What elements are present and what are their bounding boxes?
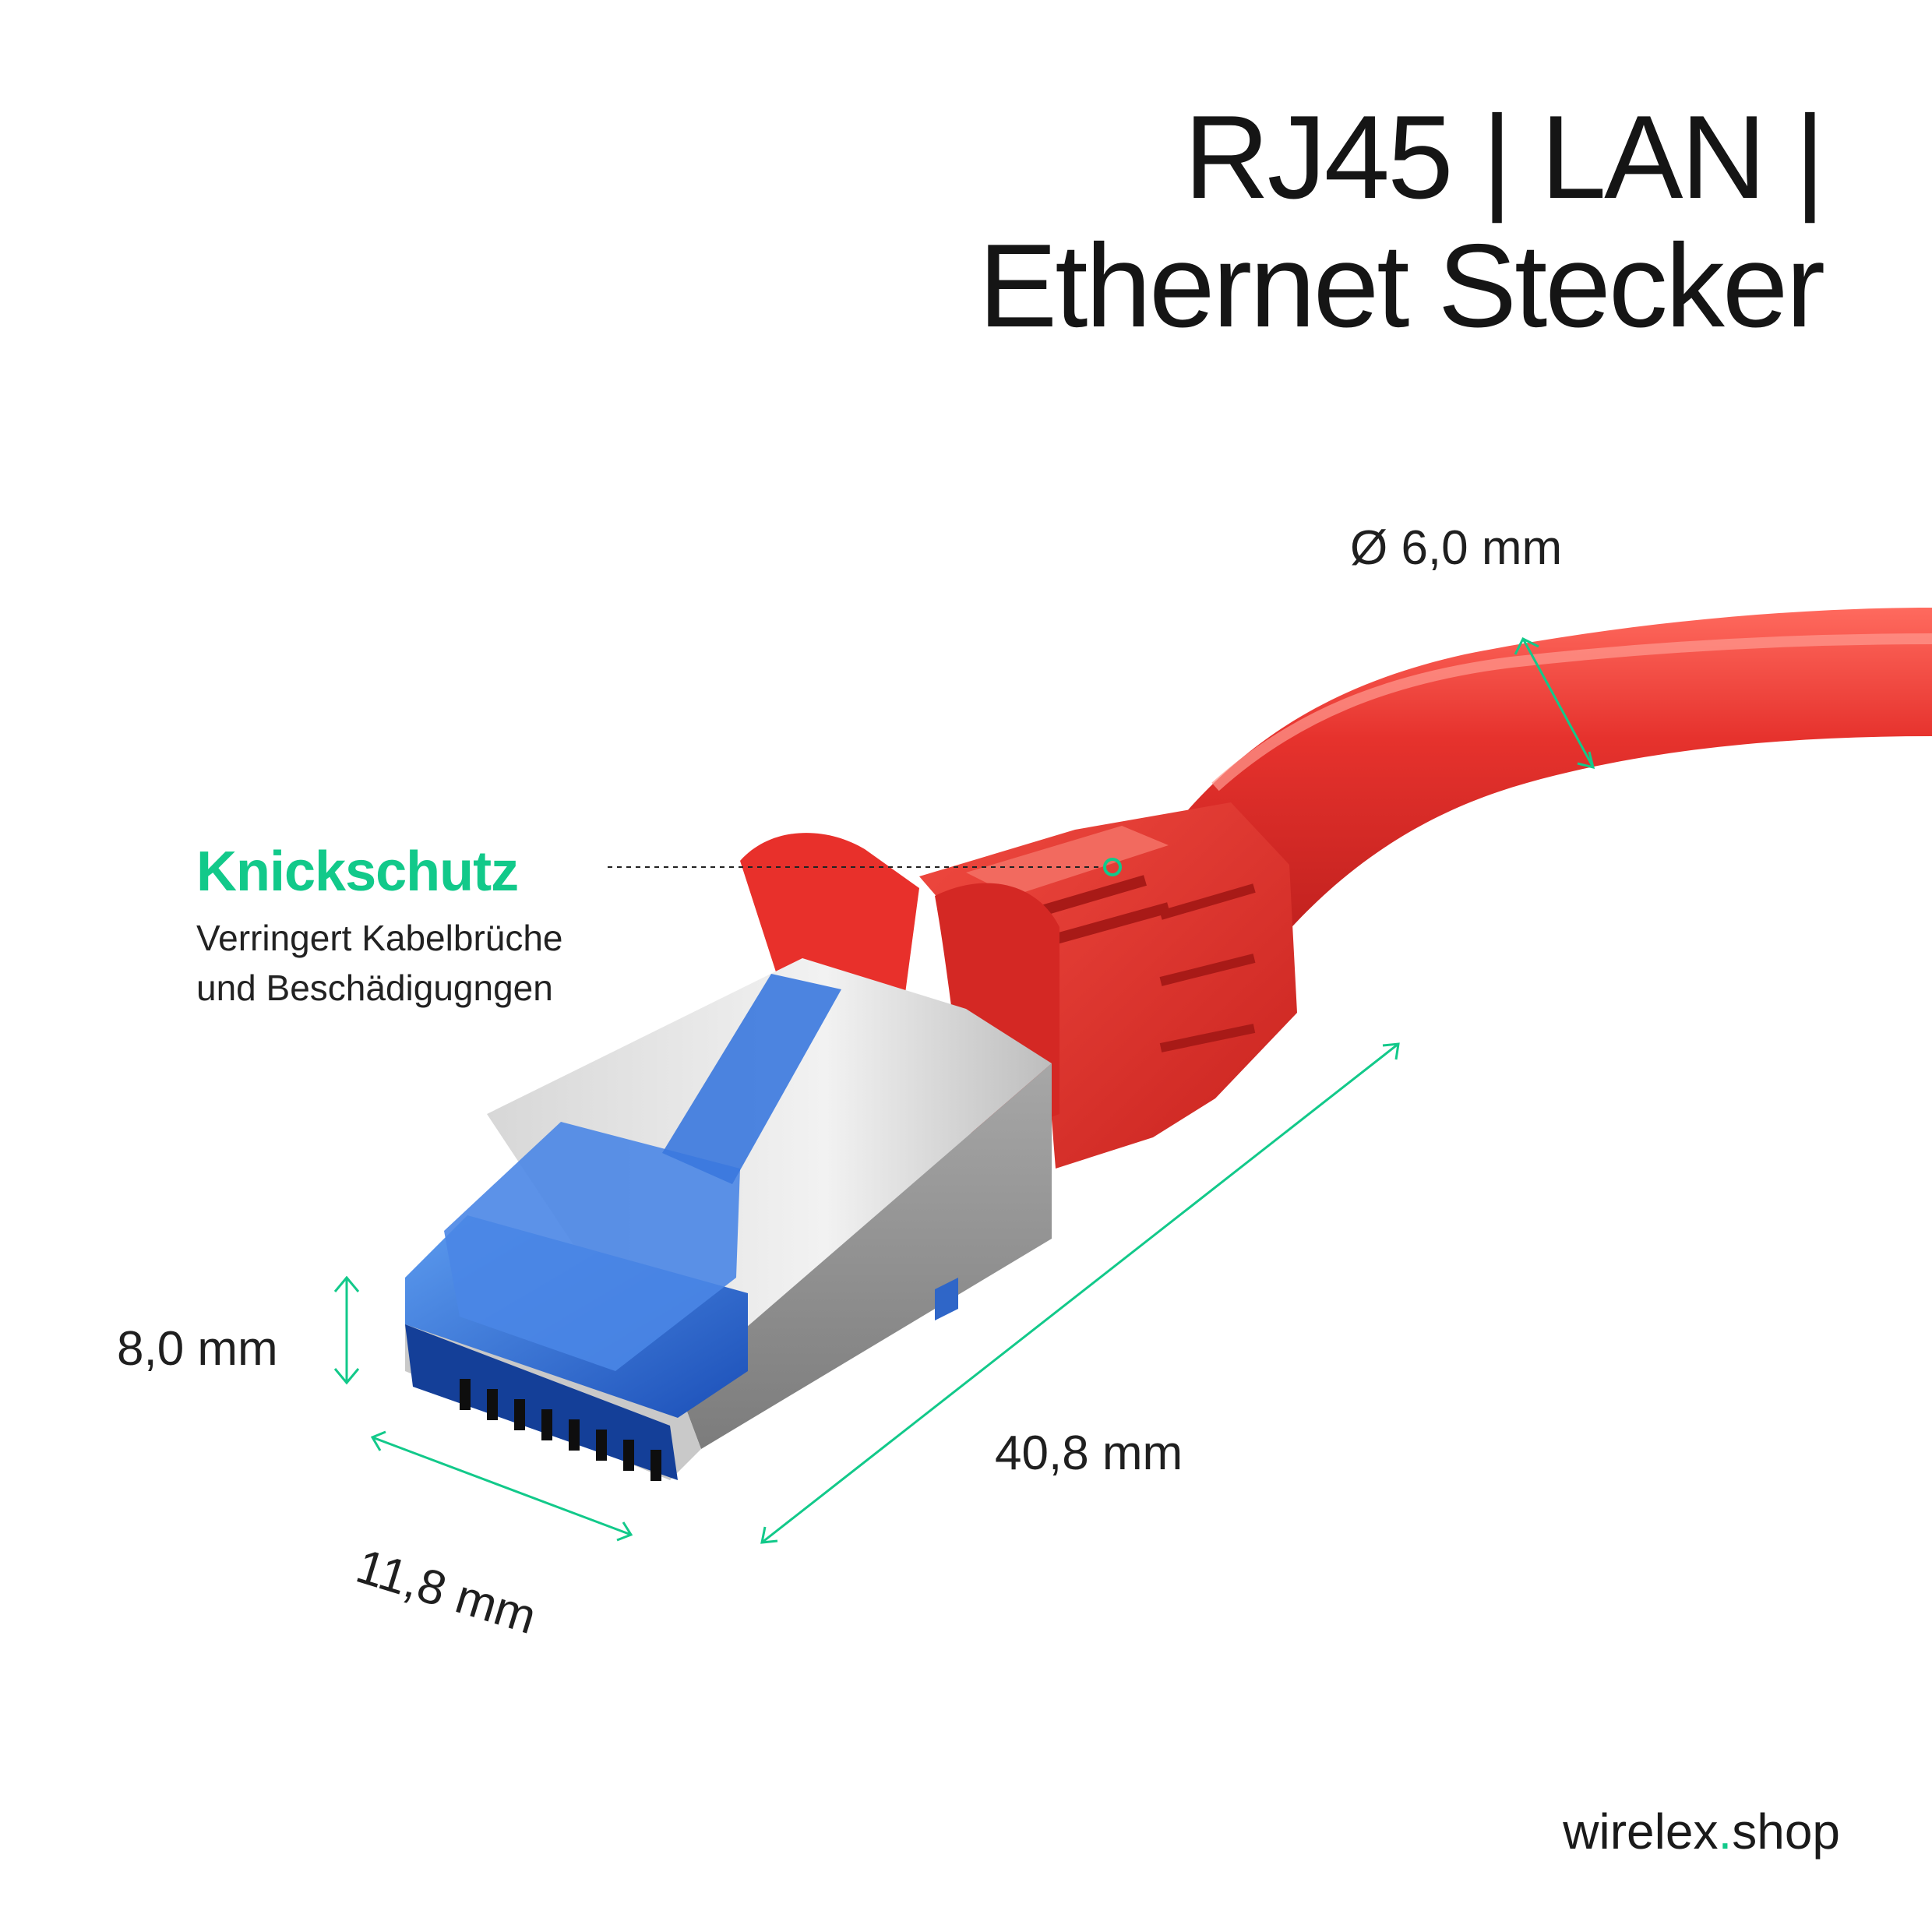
cable (1153, 608, 1932, 982)
length-label: 40,8 mm (995, 1426, 1183, 1480)
callout-leader (608, 858, 1122, 876)
brand-tld: shop (1732, 1803, 1840, 1860)
length-arrow (761, 1042, 1399, 1544)
page-title: RJ45 | LAN | Ethernet Stecker (978, 91, 1825, 352)
feature-title: Knickschutz (196, 841, 519, 903)
blue-latch (405, 974, 841, 1481)
brand-name: wirelex (1563, 1803, 1719, 1860)
feature-desc-line-1: Verringert Kabelbrüche (196, 918, 563, 958)
diameter-arrow (1521, 638, 1595, 768)
cable-diameter-label: Ø 6,0 mm (1350, 521, 1563, 575)
brand-logo: wirelex.shop (1563, 1803, 1840, 1860)
contact-pins (460, 1379, 661, 1481)
brand-dot: . (1718, 1803, 1733, 1860)
feature-desc-line-2: und Beschädigugngen (196, 968, 553, 1008)
width-arrow (372, 1436, 632, 1536)
feature-description: Verringert Kabelbrüche und Beschädigugng… (196, 913, 563, 1013)
title-line-2: Ethernet Stecker (978, 220, 1825, 352)
dimension-lines (333, 636, 1595, 1544)
height-label: 8,0 mm (117, 1322, 278, 1376)
title-line-1: RJ45 | LAN | (1183, 91, 1825, 224)
